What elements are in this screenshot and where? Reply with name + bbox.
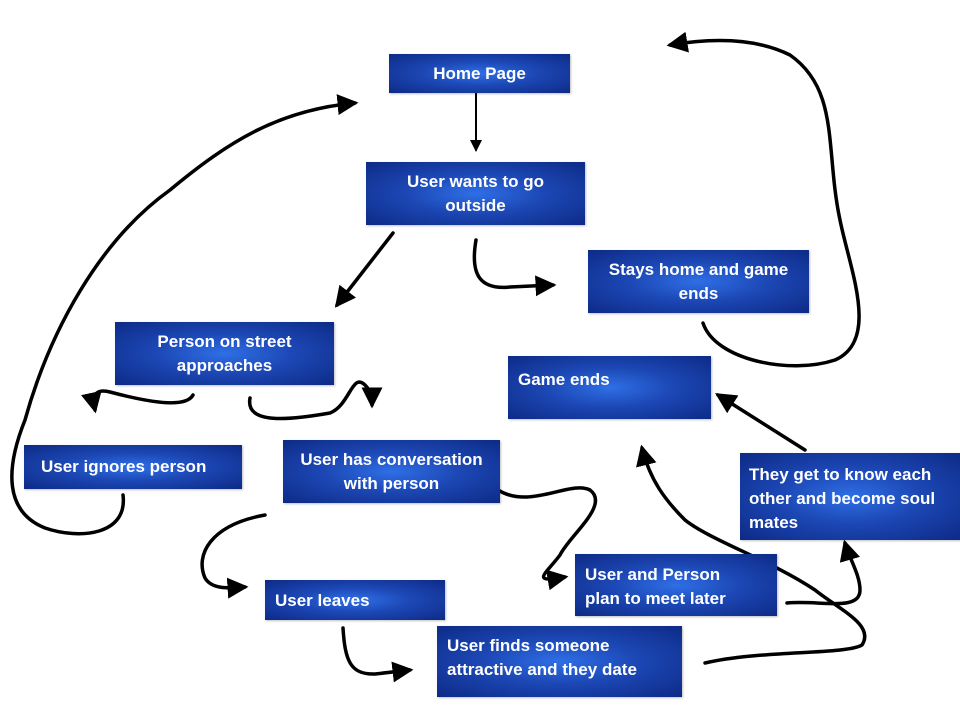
- node-conversation: User has conversation with person: [283, 440, 500, 503]
- node-home-page: Home Page: [389, 54, 570, 93]
- arrow-leaves-to-attractive: [341, 626, 414, 683]
- arrow-outside-to-person: [334, 231, 395, 308]
- node-user-wants-outside: User wants to go outside: [366, 162, 585, 225]
- arrow-person-to-conversation: [248, 380, 383, 421]
- arrow-ignores-to-home: [10, 94, 359, 536]
- node-user-ignores-person: User ignores person: [24, 445, 242, 489]
- node-soul-mates: They get to know each other and become s…: [740, 453, 960, 540]
- node-user-leaves: User leaves: [265, 580, 445, 620]
- arrow-attractive-to-game-ends: [636, 444, 867, 665]
- arrow-stays-home-loop: [666, 31, 861, 368]
- node-game-ends: Game ends: [508, 356, 711, 419]
- arrow-person-to-ignores: [81, 389, 195, 414]
- node-stays-home: Stays home and game ends: [588, 250, 809, 313]
- arrow-conversation-to-plan: [496, 486, 598, 591]
- node-person-approaches: Person on street approaches: [115, 322, 334, 385]
- arrow-outside-to-stays-home: [472, 238, 557, 297]
- arrow-conversation-to-leaves: [200, 513, 267, 599]
- node-plan-meet-later: User and Person plan to meet later: [575, 554, 777, 616]
- arrow-soul-mates-to-game-ends: [715, 393, 807, 452]
- arrow-plan-to-soul-mates: [785, 539, 862, 606]
- node-finds-attractive: User finds someone attractive and they d…: [437, 626, 682, 697]
